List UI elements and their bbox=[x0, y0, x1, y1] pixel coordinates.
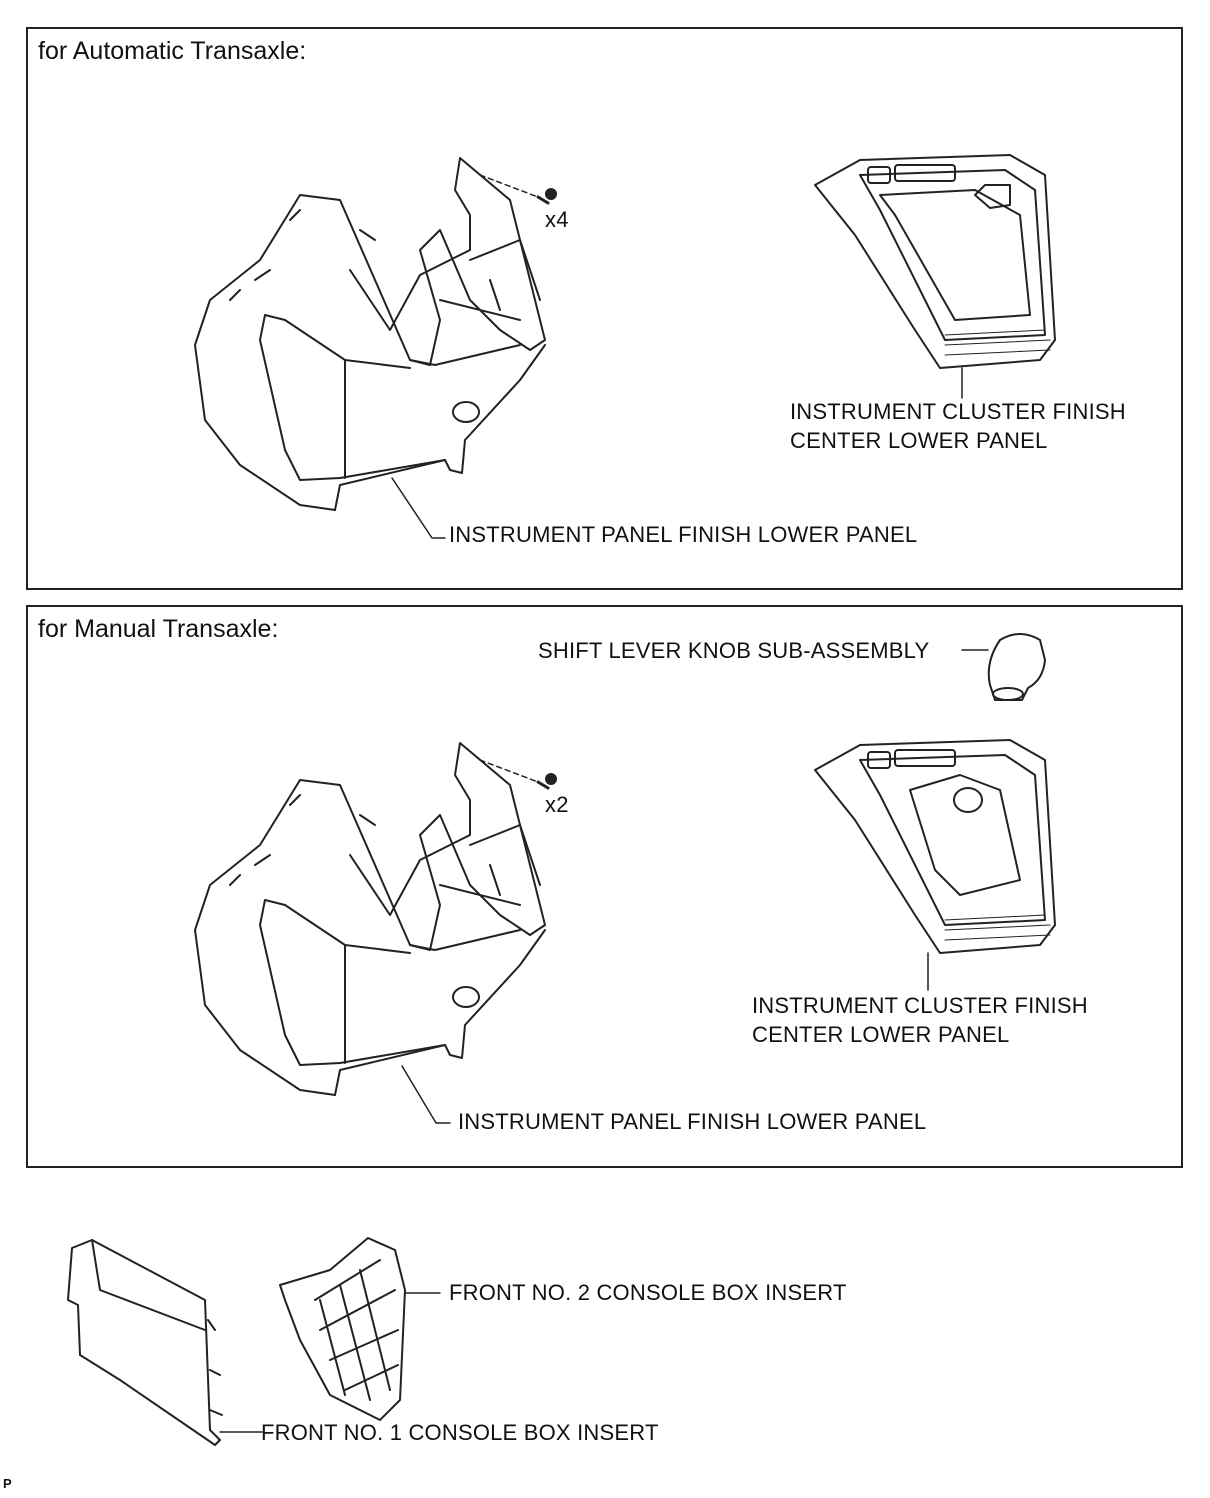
manual-lower-panel-drawing bbox=[194, 742, 546, 1096]
auto-cluster-panel-drawing bbox=[814, 154, 1056, 399]
manual-screw-drawing bbox=[479, 759, 557, 790]
auto-screw-count: x4 bbox=[545, 207, 569, 232]
auto-cluster-panel-label-2: CENTER LOWER PANEL bbox=[790, 428, 1048, 453]
manual-cluster-panel-label-1: INSTRUMENT CLUSTER FINISH bbox=[752, 993, 1088, 1018]
manual-screw-count: x2 bbox=[545, 792, 569, 817]
auto-screw-drawing bbox=[479, 174, 557, 205]
footer-mark: P bbox=[3, 1476, 12, 1491]
auto-lower-panel-label: INSTRUMENT PANEL FINISH LOWER PANEL bbox=[449, 522, 918, 547]
console-insert-no2-drawing bbox=[279, 1237, 441, 1421]
automatic-panel-title: for Automatic Transaxle: bbox=[38, 37, 307, 65]
console-insert-no2-label: FRONT NO. 2 CONSOLE BOX INSERT bbox=[449, 1280, 847, 1305]
automatic-transaxle-panel: for Automatic Transaxle: bbox=[26, 27, 1183, 590]
shift-knob-label: SHIFT LEVER KNOB SUB-ASSEMBLY bbox=[538, 638, 930, 663]
console-insert-no1-drawing bbox=[67, 1239, 263, 1446]
manual-cluster-panel-drawing bbox=[814, 739, 1056, 991]
manual-cluster-panel-label-2: CENTER LOWER PANEL bbox=[752, 1022, 1010, 1047]
shift-knob-drawing bbox=[961, 633, 1046, 701]
auto-lower-panel-drawing bbox=[194, 157, 546, 511]
manual-panel-title: for Manual Transaxle: bbox=[38, 615, 279, 643]
console-insert-no1-label: FRONT NO. 1 CONSOLE BOX INSERT bbox=[261, 1420, 659, 1445]
auto-cluster-panel-label-1: INSTRUMENT CLUSTER FINISH bbox=[790, 399, 1126, 424]
manual-lower-panel-label: INSTRUMENT PANEL FINISH LOWER PANEL bbox=[458, 1109, 927, 1134]
